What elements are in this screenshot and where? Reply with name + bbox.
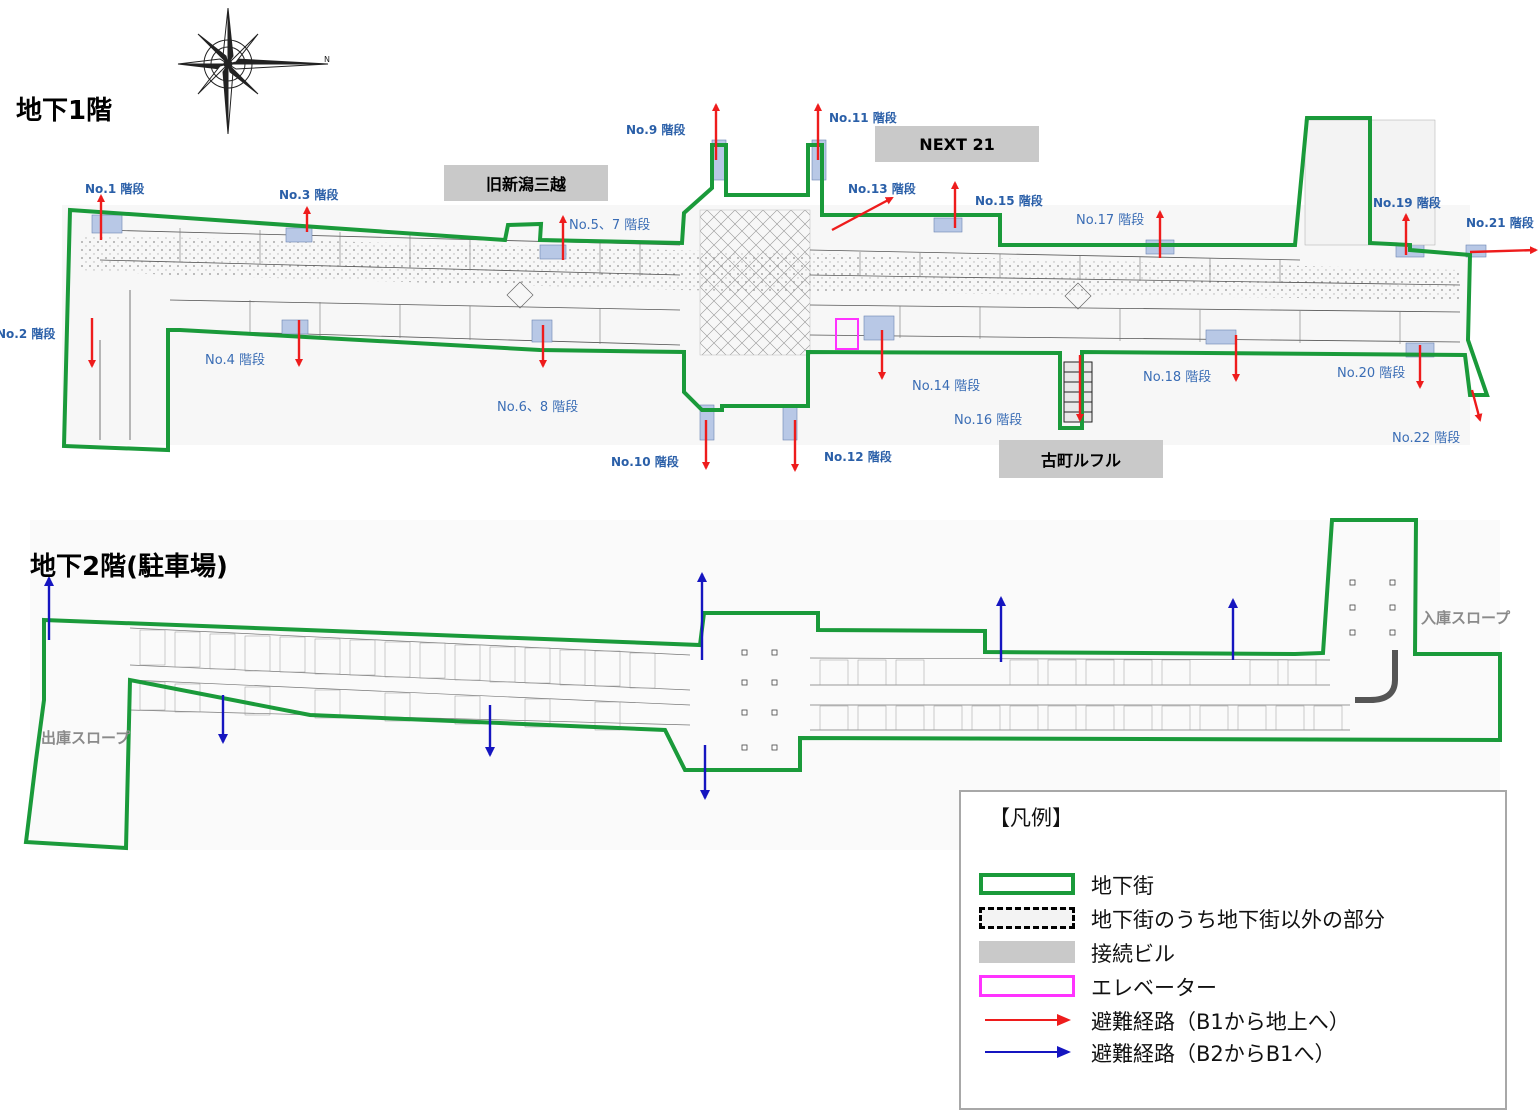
legend-label: 地下街のうち地下街以外の部分 [1091,908,1385,932]
stair-label-10: No.10 階段 [611,455,679,469]
exit-slope-label: 出庫スロープ [41,729,131,747]
building-mitsukoshi: 旧新潟三越 [444,165,608,201]
stair-label-18: No.18 階段 [1143,370,1212,385]
legend-swatch-magenta-outline [979,975,1075,997]
stair-label-16: No.16 階段 [954,413,1023,428]
stair-label-6-8: No.6、8 階段 [497,400,579,415]
stair-label-21: No.21 階段 [1466,216,1534,230]
b2-mall-outline [23,518,1502,851]
legend-swatch-gray-fill [979,941,1075,963]
legend-swatch-green-outline [979,873,1075,895]
legend-blue-arrow-icon [985,1046,1071,1058]
b1-elevator [835,318,859,350]
legend-red-arrow-icon [985,1014,1071,1026]
legend-box: 【凡例】 地下街 地下街のうち地下街以外の部分 接続ビル エレベーター 避難経路… [959,790,1507,1110]
stair-label-20: No.20 階段 [1337,366,1406,381]
stair-label-2: No.2 階段 [0,327,56,341]
b1-floor-title: 地下1階 [16,96,113,126]
stair-label-11: No.11 階段 [829,111,897,125]
b1-floor-plan [61,116,1490,453]
building-rufuru: 古町ルフル [999,440,1163,478]
legend-item-non-mall-part: 地下街のうち地下街以外の部分 [979,904,1499,934]
b2-floor-title: 地下2階(駐車場) [30,552,228,582]
b1-mall-outline [61,116,1490,453]
stair-label-1: No.1 階段 [85,182,145,196]
stair-label-13: No.13 階段 [848,182,916,196]
legend-item-connected-building: 接続ビル [979,938,1499,968]
b1-evacuation-routes [88,103,1538,472]
legend-item-route-b1: 避難経路（B1から地上へ） [979,1006,1499,1036]
legend-label: 避難経路（B1から地上へ） [1091,1010,1350,1034]
legend-label: エレベーター [1091,976,1217,1000]
building-next21: NEXT 21 [875,126,1039,162]
compass-icon: N [177,7,330,135]
legend-swatch-dashed-outline [979,907,1075,929]
stair-label-9: No.9 階段 [626,123,686,137]
stair-label-14: No.14 階段 [912,379,981,394]
stair-label-3: No.3 階段 [279,188,339,202]
svg-text:N: N [324,55,330,64]
stair-label-5-7: No.5、7 階段 [569,218,651,233]
legend-item-underground-mall: 地下街 [979,870,1499,900]
stair-label-22: No.22 階段 [1392,431,1461,446]
legend-label: 避難経路（B2からB1へ） [1091,1042,1336,1066]
legend-label: 接続ビル [1091,942,1175,966]
legend-item-elevator: エレベーター [979,972,1499,1002]
legend-title: 【凡例】 [989,806,1073,830]
stair-label-15: No.15 階段 [975,194,1043,208]
entry-slope-label: 入庫スロープ [1421,609,1511,627]
stair-label-17: No.17 階段 [1076,213,1145,228]
b2-evacuation-routes [44,572,1238,800]
stair-label-19: No.19 階段 [1373,196,1441,210]
stair-label-4: No.4 階段 [205,353,265,368]
stair-label-12: No.12 階段 [824,450,892,464]
legend-item-route-b2: 避難経路（B2からB1へ） [979,1038,1499,1068]
legend-label: 地下街 [1091,874,1154,898]
